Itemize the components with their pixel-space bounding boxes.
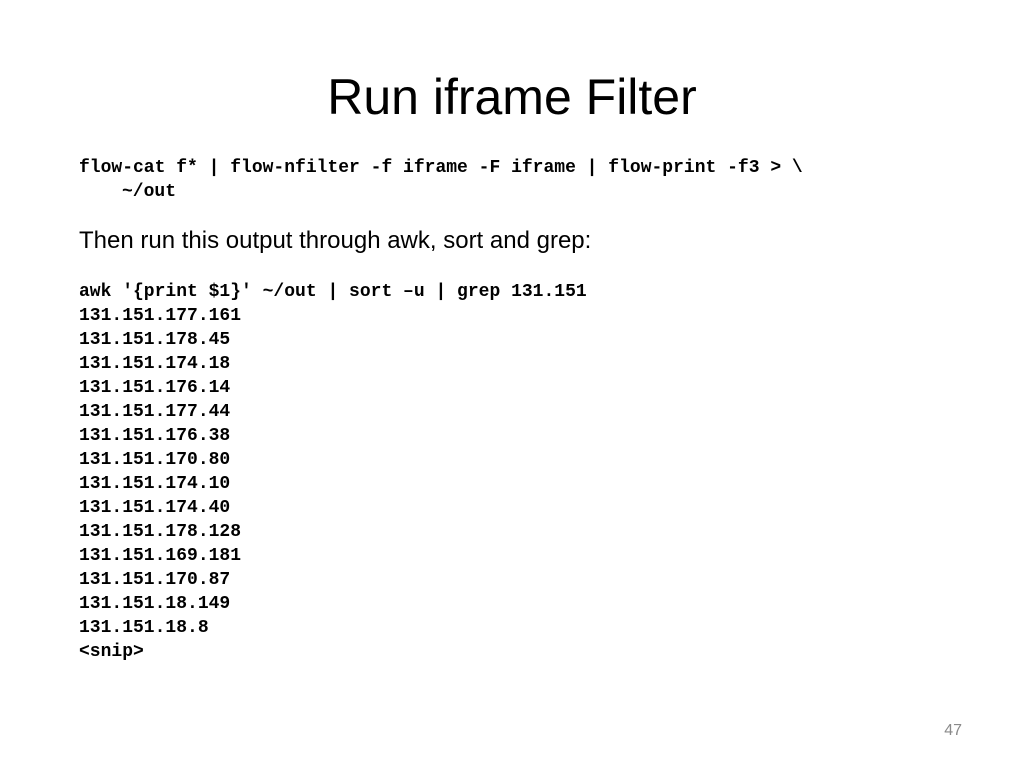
output-line: 131.151.178.128 bbox=[79, 522, 242, 542]
flow-command-line-2: ~/out bbox=[122, 182, 177, 202]
output-line: 131.151.176.38 bbox=[79, 426, 231, 446]
slide-number: 47 bbox=[944, 722, 962, 739]
output-line: 131.151.174.40 bbox=[79, 498, 231, 518]
output-line: 131.151.18.8 bbox=[79, 618, 209, 638]
output-line: 131.151.177.44 bbox=[79, 402, 231, 422]
slide-content: flow-cat f* | flow-nfilter -f iframe -F … bbox=[79, 156, 979, 662]
description-text: Then run this output through awk, sort a… bbox=[79, 227, 592, 254]
output-line: 131.151.170.80 bbox=[79, 450, 231, 470]
output-line: 131.151.176.14 bbox=[79, 378, 231, 398]
output-line: 131.151.178.45 bbox=[79, 330, 231, 350]
awk-command: awk '{print $1}' ~/out | sort –u | grep … bbox=[79, 282, 587, 302]
output-line: 131.151.169.181 bbox=[79, 546, 242, 566]
output-line: 131.151.18.149 bbox=[79, 594, 231, 614]
flow-command-line-1: flow-cat f* | flow-nfilter -f iframe -F … bbox=[79, 158, 803, 178]
flow-command: flow-cat f* | flow-nfilter -f iframe -F … bbox=[79, 156, 979, 204]
output-line: 131.151.177.161 bbox=[79, 306, 242, 326]
output-line: 131.151.170.87 bbox=[79, 570, 231, 590]
output-line: 131.151.174.10 bbox=[79, 474, 231, 494]
output-line: 131.151.174.18 bbox=[79, 354, 231, 374]
slide-title: Run iframe Filter bbox=[327, 69, 697, 125]
snip-marker: <snip> bbox=[79, 642, 144, 662]
output-list: 131.151.177.161 131.151.178.45 131.151.1… bbox=[79, 304, 241, 664]
